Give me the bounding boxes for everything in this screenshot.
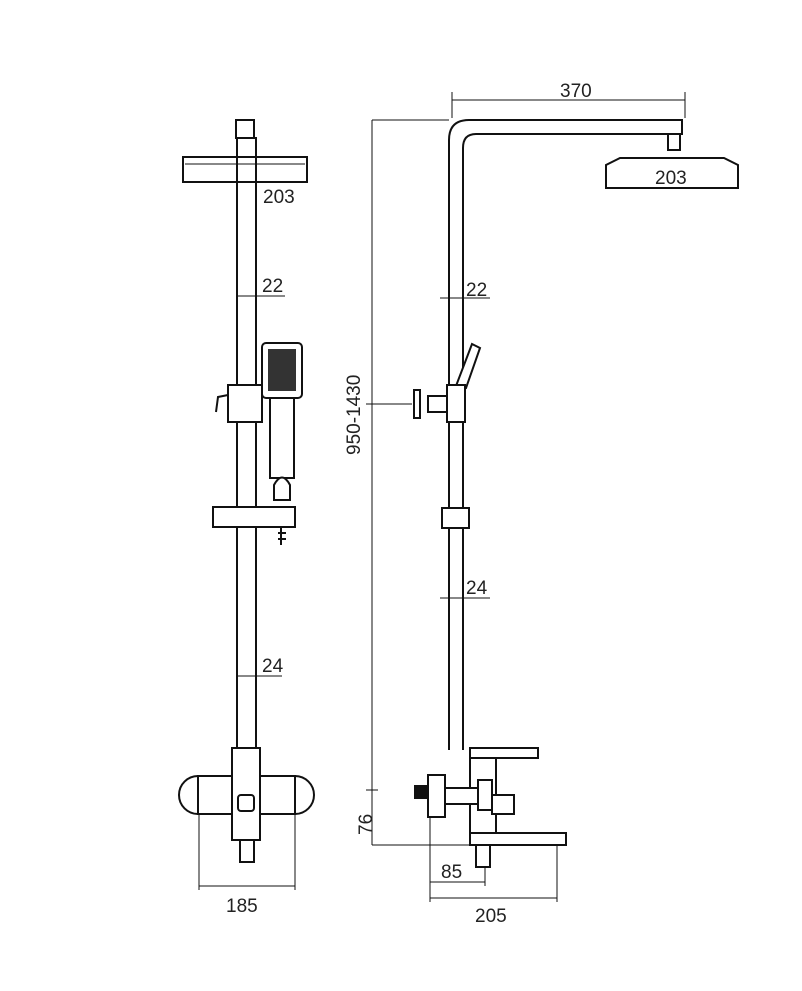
dim-85: 85	[441, 862, 462, 883]
slider-bracket	[446, 384, 466, 423]
slider-lever	[215, 394, 229, 413]
head-connector	[667, 133, 681, 151]
hand-shower-handle	[269, 397, 295, 479]
riser-with-arm	[448, 119, 683, 750]
hose-connector	[273, 476, 291, 501]
side-view: 370 203 950-1430 76 22 24 85	[344, 81, 739, 927]
hand-shower-holder	[441, 507, 470, 529]
hand-shower-nozzles	[268, 349, 296, 391]
dim-950-1430: 950-1430	[344, 375, 365, 455]
dim-370: 370	[560, 81, 592, 102]
dim-185: 185	[226, 896, 258, 917]
wall-connector	[414, 785, 428, 799]
dim-205: 205	[475, 906, 507, 927]
spout-outlet	[239, 839, 255, 863]
dim-24: 24	[262, 656, 284, 677]
slider-knob	[427, 395, 448, 413]
hand-shower	[454, 342, 482, 390]
dim-24: 24	[466, 578, 488, 599]
dim-22: 22	[262, 276, 283, 297]
hand-shower-holder	[212, 506, 296, 528]
dim-22: 22	[466, 280, 487, 301]
head-connector	[235, 119, 255, 139]
bath-spout	[469, 832, 567, 846]
slider-bracket	[227, 384, 263, 423]
outlet	[475, 844, 491, 868]
riser-pipe	[236, 137, 257, 751]
mixer-lever	[469, 747, 539, 759]
mixer-cartridge	[477, 779, 493, 811]
dim-203: 203	[263, 187, 295, 208]
wall-plate	[427, 774, 446, 818]
diverter-knob	[491, 794, 515, 815]
hose	[278, 527, 286, 545]
slider-knob-cap	[413, 389, 421, 419]
dim-76: 76	[356, 814, 377, 835]
shower-head	[182, 156, 308, 183]
shower-head	[605, 157, 739, 189]
front-view: 22 203 24 185	[178, 119, 315, 917]
diverter-knob	[237, 794, 255, 812]
dim-203: 203	[655, 168, 687, 189]
